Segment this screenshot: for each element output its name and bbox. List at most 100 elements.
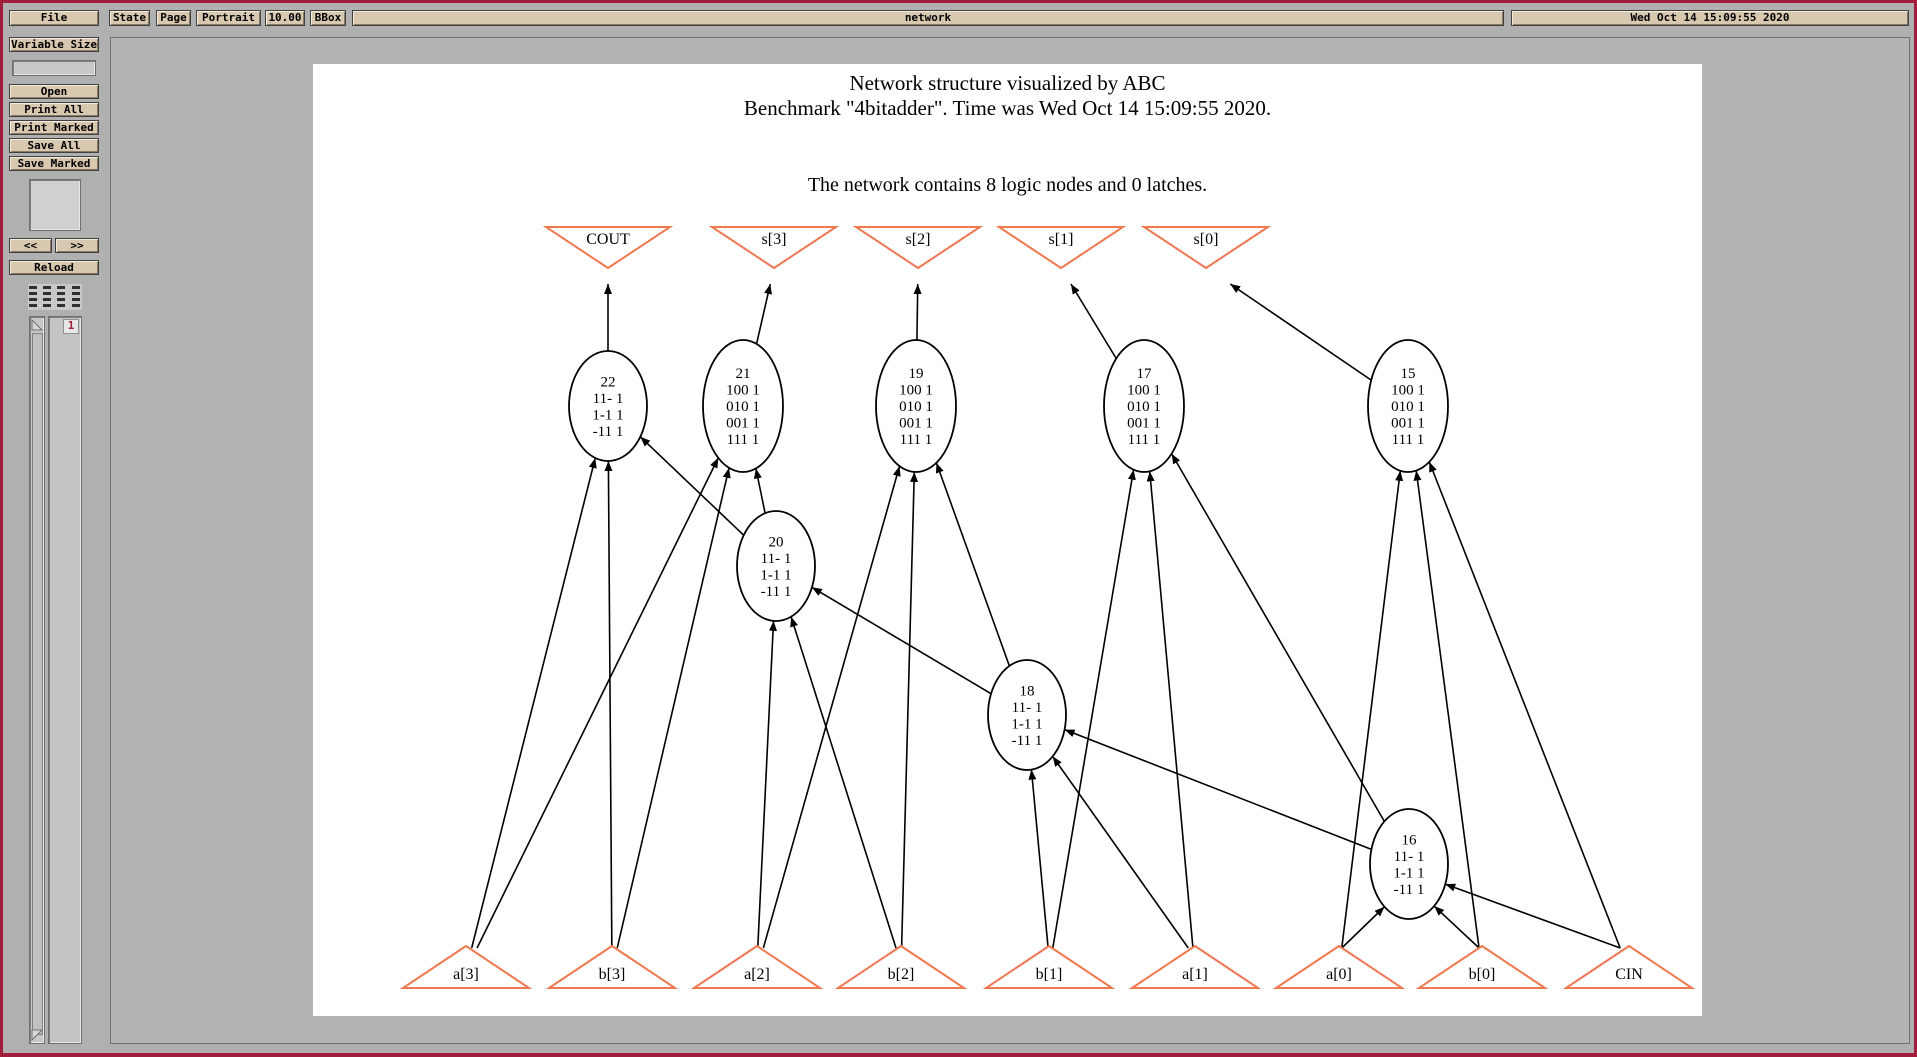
output-port-label: s[1] bbox=[1049, 231, 1074, 248]
logic-node-id: 20 bbox=[769, 534, 784, 550]
graph-edge bbox=[790, 616, 897, 949]
graph-subtitle: Benchmark "4bitadder". Time was Wed Oct … bbox=[743, 96, 1272, 120]
page-button[interactable]: Page bbox=[156, 10, 191, 26]
logic-node-cube: -11 1 bbox=[761, 584, 792, 600]
open-button[interactable]: Open bbox=[9, 84, 99, 99]
input-port-label: b[2] bbox=[888, 966, 915, 983]
graph-title: Network structure visualized by ABC bbox=[849, 71, 1166, 95]
logic-node-cube: 001 1 bbox=[1127, 416, 1161, 432]
graph-edge bbox=[1052, 469, 1136, 949]
page-list-scrollbar[interactable] bbox=[29, 316, 45, 1044]
input-port: b[1] bbox=[982, 944, 1116, 989]
graph-edge bbox=[639, 436, 745, 536]
logic-node-id: 16 bbox=[1402, 832, 1418, 848]
scroll-up-arrow-icon[interactable] bbox=[30, 318, 44, 332]
graph-edge bbox=[470, 457, 597, 949]
graph-edge bbox=[1413, 470, 1480, 949]
network-graph: COUT s[3] s[2] s[1] s[0] a[3] b[3] a[2] b[2] b[1]… bbox=[399, 226, 1696, 989]
variable-size-button[interactable]: Variable Size bbox=[9, 37, 99, 52]
logic-node-id: 15 bbox=[1401, 366, 1416, 382]
window-frame-bottom bbox=[0, 1053, 1917, 1057]
page-list[interactable] bbox=[48, 316, 82, 1044]
input-port-label: b[0] bbox=[1469, 966, 1496, 983]
logic-node-cube: 111 1 bbox=[1392, 432, 1425, 448]
graph-edge bbox=[1341, 906, 1386, 949]
magnification-button[interactable]: 10.00 bbox=[265, 10, 305, 26]
graph-edge bbox=[1433, 905, 1480, 949]
logic-node-cube: 11- 1 bbox=[1012, 700, 1043, 716]
graph-edge bbox=[900, 471, 919, 949]
page-canvas: Network structure visualized by ABC Benc… bbox=[313, 64, 1702, 1016]
input-port: b[2] bbox=[834, 944, 968, 989]
file-menu-button[interactable]: File bbox=[9, 10, 99, 26]
next-page-button[interactable]: >> bbox=[55, 238, 99, 253]
logic-node-cube: 1-1 1 bbox=[592, 407, 623, 423]
graph-edge bbox=[1340, 470, 1404, 949]
graph-summary: The network contains 8 logic nodes and 0… bbox=[807, 174, 1208, 196]
logic-node-cube: 001 1 bbox=[899, 416, 933, 432]
input-port: a[0] bbox=[1272, 944, 1406, 989]
logic-node-cube: 010 1 bbox=[899, 399, 933, 415]
input-port: a[3] bbox=[399, 944, 533, 989]
output-port-label: s[0] bbox=[1194, 231, 1219, 248]
window-frame-left bbox=[0, 0, 3, 1057]
reload-button[interactable]: Reload bbox=[9, 260, 99, 275]
window-frame-top bbox=[0, 0, 1917, 3]
logic-node-cube: 100 1 bbox=[1127, 383, 1161, 399]
bbox-button[interactable]: BBox bbox=[310, 10, 346, 26]
page-list-item[interactable]: 1 bbox=[63, 319, 79, 334]
graph-edge bbox=[935, 462, 1011, 667]
input-port-label: b[1] bbox=[1036, 966, 1063, 983]
logic-node-id: 18 bbox=[1020, 683, 1035, 699]
print-marked-button[interactable]: Print Marked bbox=[9, 120, 99, 135]
logic-node-cube: 111 1 bbox=[727, 432, 760, 448]
prev-page-button[interactable]: << bbox=[9, 238, 52, 253]
logic-node-cube: 010 1 bbox=[1391, 399, 1425, 415]
orientation-button[interactable]: Portrait bbox=[196, 10, 261, 26]
output-port: s[3] bbox=[708, 226, 840, 270]
input-port-label: a[2] bbox=[744, 966, 770, 983]
scroll-down-arrow-icon[interactable] bbox=[30, 1028, 44, 1042]
mark-pages-icon[interactable] bbox=[28, 284, 82, 310]
input-port-label: a[1] bbox=[1182, 966, 1208, 983]
graph-edge bbox=[753, 468, 766, 514]
output-port: COUT bbox=[542, 226, 674, 270]
logic-node-cube: 010 1 bbox=[1127, 399, 1161, 415]
state-button[interactable]: State bbox=[109, 10, 150, 26]
output-port-label: s[3] bbox=[762, 231, 787, 248]
input-port: a[2] bbox=[690, 944, 824, 989]
graph-edge bbox=[616, 467, 731, 949]
logic-node-cube: 11- 1 bbox=[1394, 849, 1425, 865]
document-name-label: network bbox=[352, 10, 1504, 26]
logic-node-cube: 100 1 bbox=[899, 383, 933, 399]
logic-node-id: 22 bbox=[601, 374, 616, 390]
graph-edge bbox=[1146, 471, 1194, 949]
graph-edge bbox=[476, 457, 719, 949]
scroll-thumb[interactable] bbox=[32, 333, 43, 1035]
output-port-label: s[2] bbox=[906, 231, 931, 248]
logic-node-cube: 001 1 bbox=[1391, 416, 1425, 432]
size-indicator bbox=[12, 60, 96, 76]
graph-edge bbox=[811, 586, 992, 695]
date-label: Wed Oct 14 15:09:55 2020 bbox=[1511, 10, 1909, 26]
output-port: s[0] bbox=[1140, 226, 1272, 270]
print-all-button[interactable]: Print All bbox=[9, 102, 99, 117]
logic-node-cube: -11 1 bbox=[1394, 882, 1425, 898]
graph-edge bbox=[1229, 283, 1372, 381]
logic-node-id: 21 bbox=[736, 366, 751, 382]
save-all-button[interactable]: Save All bbox=[9, 138, 99, 153]
graph-edge bbox=[913, 283, 922, 341]
logic-node-cube: 1-1 1 bbox=[1393, 865, 1424, 881]
logic-node-cube: 11- 1 bbox=[761, 551, 792, 567]
graph-edge bbox=[756, 620, 778, 949]
logic-node-cube: 111 1 bbox=[1128, 432, 1161, 448]
page-preview[interactable] bbox=[29, 179, 81, 231]
logic-node-cube: 1-1 1 bbox=[760, 567, 791, 583]
input-port-label: a[3] bbox=[453, 966, 479, 983]
input-port-label: b[3] bbox=[599, 966, 626, 983]
save-marked-button[interactable]: Save Marked bbox=[9, 156, 99, 171]
graph-edge bbox=[1445, 883, 1621, 949]
